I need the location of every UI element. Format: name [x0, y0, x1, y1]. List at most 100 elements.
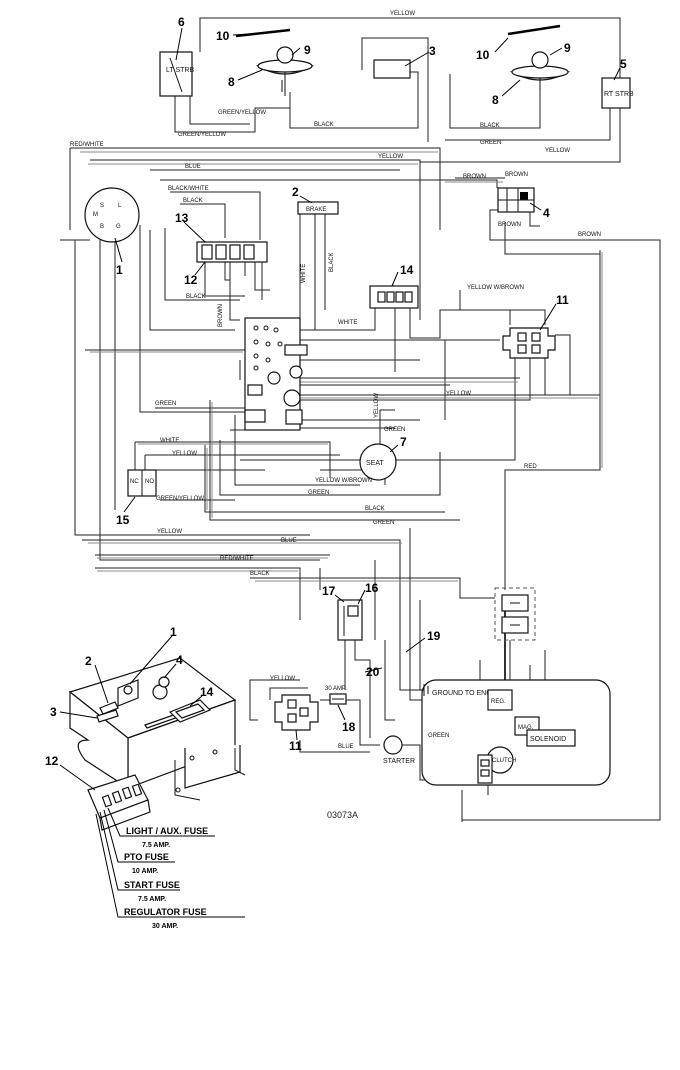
callout-5: 5 — [620, 57, 627, 71]
main-harness-module — [244, 317, 308, 431]
svg-text:BROWN: BROWN — [578, 232, 601, 238]
light-switch — [373, 59, 411, 79]
right-strobe: RT STRB — [601, 77, 634, 109]
svg-text:WHITE: WHITE — [160, 438, 179, 444]
relay-bottom — [274, 694, 319, 731]
starter-motor: STARTER — [383, 735, 415, 765]
fuse-list: LIGHT / AUX. FUSE 7.5 AMP. PTO FUSE 10 A… — [124, 826, 208, 930]
svg-text:S: S — [100, 203, 104, 209]
mag-label: MAG. — [518, 725, 534, 731]
gray-wires — [80, 151, 603, 582]
fuse-3-name: START FUSE — [124, 880, 180, 890]
svg-text:BLACK: BLACK — [183, 198, 203, 204]
fuse-4-rating: 30 AMP. — [152, 923, 178, 930]
svg-text:GREEN: GREEN — [384, 427, 405, 433]
callout-6: 6 — [178, 15, 185, 29]
svg-text:GREEN: GREEN — [308, 490, 329, 496]
brake-label: BRAKE — [306, 207, 326, 213]
svg-text:NO: NO — [145, 479, 154, 485]
switch-15: NC NO — [127, 469, 157, 497]
callout-1: 1 — [116, 263, 123, 277]
starter-relay-box — [494, 587, 536, 641]
fuse-block-illustration — [87, 774, 151, 831]
callout-4: 4 — [543, 206, 550, 220]
ground-label: GROUND TO ENGINE — [432, 690, 504, 697]
callout-leaders — [59, 27, 621, 791]
fuse-leaders — [95, 807, 245, 918]
svg-text:RED/WHITE: RED/WHITE — [220, 556, 254, 562]
brake-switch: BRAKE — [297, 201, 339, 215]
svg-text:YELLOW: YELLOW — [157, 529, 182, 535]
svg-text:BROWN: BROWN — [463, 174, 486, 180]
fuse-1-name: LIGHT / AUX. FUSE — [126, 826, 208, 836]
wire-network — [60, 17, 661, 822]
solenoid-label: SOLENOID — [530, 736, 566, 743]
svg-text:YELLOW: YELLOW — [545, 148, 570, 154]
svg-text:GREEN/YELLOW: GREEN/YELLOW — [156, 496, 204, 502]
headlight-left — [235, 28, 315, 96]
wire-labels: YELLOW GREEN/YELLOW GREEN/YELLOW BLACK B… — [70, 11, 601, 750]
starter-label: STARTER — [383, 758, 415, 765]
svg-text:WHITE: WHITE — [301, 264, 307, 283]
svg-text:B: B — [100, 224, 104, 230]
svg-text:RED: RED — [524, 464, 537, 470]
callout-numbers: 6 10 9 8 3 10 9 8 5 1 2 13 12 4 14 11 7 … — [45, 15, 627, 768]
svg-text:YELLOW: YELLOW — [446, 391, 471, 397]
callout-8-right: 8 — [492, 93, 499, 107]
callout-12: 12 — [184, 273, 198, 287]
callout-4-panel: 4 — [176, 653, 183, 667]
callout-8-left: 8 — [228, 75, 235, 89]
headlight-right — [507, 24, 571, 90]
svg-text:BLACK: BLACK — [250, 571, 270, 577]
callout-10-left: 10 — [216, 29, 230, 43]
svg-text:YELLOW W/BROWN: YELLOW W/BROWN — [467, 285, 524, 291]
clutch-label: CLUTCH — [492, 758, 516, 764]
callout-3: 3 — [429, 44, 436, 58]
svg-text:GREEN: GREEN — [480, 140, 501, 146]
fuse-3-rating: 7.5 AMP. — [138, 896, 166, 903]
callout-12-panel: 12 — [45, 754, 59, 768]
svg-text:BLUE: BLUE — [338, 744, 354, 750]
svg-text:BLACK: BLACK — [365, 506, 385, 512]
callout-1-panel: 1 — [170, 625, 177, 639]
svg-text:G: G — [116, 224, 121, 230]
callout-14: 14 — [400, 263, 414, 277]
callout-7: 7 — [400, 435, 407, 449]
callout-16: 16 — [365, 581, 379, 595]
right-strobe-label: RT STRB — [604, 91, 634, 98]
seat-switch: SEAT — [359, 443, 397, 481]
callout-13: 13 — [175, 211, 189, 225]
svg-text:BLUE: BLUE — [185, 164, 201, 170]
ground-symbol — [412, 684, 429, 696]
battery-solenoid — [337, 599, 363, 641]
left-strobe: LT STRB — [159, 51, 194, 97]
dash-panel-illustration — [68, 657, 246, 801]
svg-text:YELLOW W/BROWN: YELLOW W/BROWN — [315, 478, 372, 484]
svg-text:BROWN: BROWN — [218, 304, 224, 327]
svg-text:BLACK: BLACK — [186, 294, 206, 300]
svg-text:BLACK: BLACK — [329, 252, 335, 272]
svg-text:YELLOW: YELLOW — [172, 451, 197, 457]
seat-label: SEAT — [366, 460, 384, 467]
reg-label: REG. — [491, 699, 506, 705]
left-strobe-label: LT STRB — [166, 67, 194, 74]
ignition-switch: S L M G B — [84, 187, 140, 243]
svg-text:GREEN: GREEN — [428, 733, 449, 739]
callout-9-left: 9 — [304, 43, 311, 57]
svg-text:BLACK: BLACK — [480, 123, 500, 129]
svg-text:YELLOW: YELLOW — [374, 393, 380, 418]
svg-text:GREEN/YELLOW: GREEN/YELLOW — [218, 110, 266, 116]
fuse-block-connector — [196, 241, 268, 263]
svg-text:BROWN: BROWN — [505, 172, 528, 178]
callout-11-top: 11 — [556, 293, 569, 307]
callout-9-right: 9 — [564, 41, 571, 55]
fuse-2-rating: 10 AMP. — [132, 868, 158, 875]
callout-18: 18 — [342, 720, 356, 734]
fuse-1-rating: 7.5 AMP. — [142, 842, 170, 849]
svg-text:BLACK/WHITE: BLACK/WHITE — [168, 186, 209, 192]
svg-text:BLACK: BLACK — [314, 122, 334, 128]
svg-text:WHITE: WHITE — [338, 320, 357, 326]
svg-text:BROWN: BROWN — [498, 222, 521, 228]
callout-10-right: 10 — [476, 48, 490, 62]
